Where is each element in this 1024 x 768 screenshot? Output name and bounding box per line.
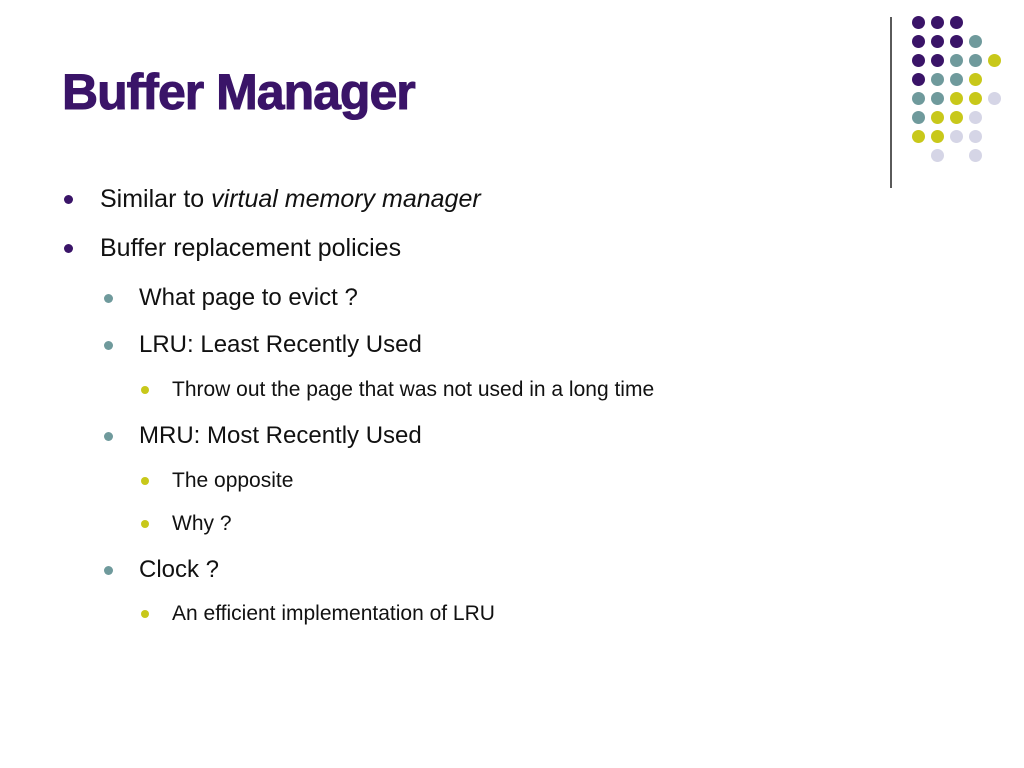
decor-dot	[931, 111, 944, 124]
slide-title: Buffer Manager	[62, 64, 417, 121]
decor-dot	[912, 54, 925, 67]
bullet-text: Throw out the page that was not used in …	[172, 378, 655, 401]
decor-dot	[931, 35, 944, 48]
decor-dot	[931, 130, 944, 143]
bullet-emphasis-text: virtual memory manager	[211, 185, 481, 213]
decor-dot	[969, 54, 982, 67]
decor-dot	[950, 111, 963, 124]
decor-dot	[969, 73, 982, 86]
decor-dot	[931, 149, 944, 162]
yellow-bullet-icon	[141, 386, 149, 394]
decor-dot	[969, 111, 982, 124]
teal-bullet-icon	[104, 566, 113, 575]
decor-dot	[969, 149, 982, 162]
bullet-text: MRU: Most Recently Used	[139, 422, 422, 449]
decor-dot	[931, 73, 944, 86]
bullet-text: Similar to	[100, 185, 212, 213]
decor-dot	[988, 92, 1001, 105]
decor-dot	[950, 35, 963, 48]
bullet-text: The opposite	[172, 469, 294, 492]
teal-bullet-icon	[104, 341, 113, 350]
decor-dot	[912, 35, 925, 48]
decor-dot	[912, 111, 925, 124]
decor-dot	[912, 92, 925, 105]
yellow-bullet-icon	[141, 477, 149, 485]
purple-bullet-icon	[64, 195, 73, 204]
decor-dot	[950, 92, 963, 105]
bullet-text: Clock ?	[139, 556, 220, 583]
decor-dot	[931, 16, 944, 29]
bullet-text: An efficient implementation of LRU	[172, 602, 495, 625]
yellow-bullet-icon	[141, 610, 149, 618]
decor-dot	[950, 73, 963, 86]
bullet-text: LRU: Least Recently Used	[139, 331, 422, 358]
decor-dot	[912, 130, 925, 143]
teal-bullet-icon	[104, 432, 113, 441]
decor-dot	[969, 130, 982, 143]
purple-bullet-icon	[64, 244, 73, 253]
decor-dot	[969, 92, 982, 105]
yellow-bullet-icon	[141, 520, 149, 528]
bullet-text: Buffer replacement policies	[100, 234, 402, 262]
decor-dot	[931, 92, 944, 105]
decor-dot	[950, 54, 963, 67]
decor-dot	[950, 130, 963, 143]
decor-dot	[912, 73, 925, 86]
decor-dot	[950, 16, 963, 29]
teal-bullet-icon	[104, 294, 113, 303]
title-divider-line	[890, 17, 892, 188]
decor-dot	[912, 16, 925, 29]
bullet-text: What page to evict ?	[139, 284, 358, 311]
decor-dot	[969, 35, 982, 48]
decor-dot	[931, 54, 944, 67]
decor-dot	[988, 54, 1001, 67]
bullet-text: Why ?	[172, 512, 232, 535]
